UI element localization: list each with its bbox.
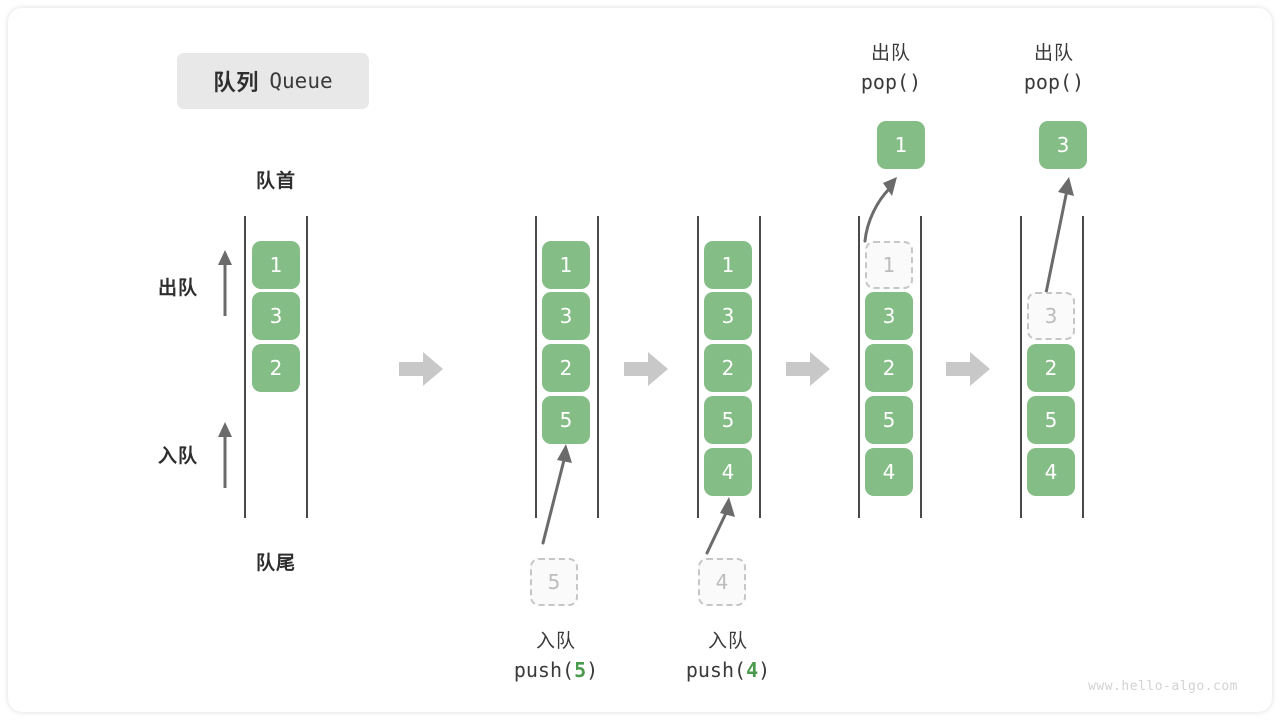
push-4-caption-cn: 入队 <box>707 630 748 652</box>
diagram-canvas: 队列 Queue 队首 出队 入队 1 3 2 队尾 1 3 2 5 5 入队 … <box>8 8 1272 712</box>
queue-cell: 5 <box>542 396 590 444</box>
watermark: www.hello-algo.com <box>1088 679 1238 694</box>
step-arrow-icon <box>786 352 830 386</box>
queue-cell: 3 <box>865 292 913 340</box>
queue-cell: 2 <box>865 344 913 392</box>
queue-cell: 1 <box>542 241 590 289</box>
diagram-title-en: Queue <box>269 69 333 93</box>
push-4-caption-code: push(4) <box>685 657 771 682</box>
queue-cell: 1 <box>252 241 300 289</box>
enqueue-direction-label: 入队 <box>157 445 198 467</box>
queue-cell: 4 <box>865 448 913 496</box>
queue-cell: 2 <box>704 344 752 392</box>
push-motion-arrow-icon <box>705 497 735 555</box>
queue-cell: 3 <box>704 292 752 340</box>
pop-motion-arrow-icon <box>863 177 897 243</box>
diagram-title-chip: 队列 Queue <box>177 53 369 109</box>
step-arrow-icon <box>624 352 668 386</box>
push-motion-arrow-icon <box>541 444 572 545</box>
incoming-ghost-cell: 4 <box>698 558 746 606</box>
queue-cell: 1 <box>704 241 752 289</box>
dequeue-direction-label: 出队 <box>157 277 198 299</box>
push-5-caption-cn: 入队 <box>535 630 576 652</box>
rail-left-col2 <box>535 216 537 518</box>
queue-cell: 4 <box>1027 448 1075 496</box>
queue-cell: 2 <box>542 344 590 392</box>
step-arrow-icon <box>946 352 990 386</box>
pop-3-caption-code: pop() <box>1023 69 1085 94</box>
pop-motion-arrow-icon <box>1044 177 1074 295</box>
queue-cell: 5 <box>704 396 752 444</box>
queue-cell: 2 <box>1027 344 1075 392</box>
push-5-caption-code: push(5) <box>513 657 599 682</box>
push-4-caption: 入队 push(4) <box>628 628 828 685</box>
incoming-ghost-cell: 5 <box>530 558 578 606</box>
dequeue-direction-arrow-icon <box>218 250 232 316</box>
pop-3-caption: 出队 pop() <box>966 40 1142 97</box>
rail-right-col4 <box>920 216 922 518</box>
rail-left-col4 <box>858 216 860 518</box>
pop-3-caption-cn: 出队 <box>1033 42 1074 64</box>
push-5-caption: 入队 push(5) <box>456 628 656 685</box>
diagram-title-cn: 队列 <box>213 71 260 96</box>
enqueue-direction-arrow-icon <box>218 422 232 488</box>
step-arrow-icon <box>399 352 443 386</box>
rail-right-col5 <box>1082 216 1084 518</box>
queue-cell: 2 <box>252 344 300 392</box>
rail-left-col3 <box>697 216 699 518</box>
rail-right-col3 <box>759 216 761 518</box>
outgoing-cell: 3 <box>1039 121 1087 169</box>
outgoing-cell: 1 <box>877 121 925 169</box>
queue-cell: 4 <box>704 448 752 496</box>
rail-left-col1 <box>244 216 246 518</box>
pop-1-caption-cn: 出队 <box>870 42 911 64</box>
pop-1-caption-code: pop() <box>860 69 922 94</box>
queue-cell: 3 <box>252 292 300 340</box>
queue-cell: 5 <box>865 396 913 444</box>
popped-ghost-cell: 3 <box>1027 292 1075 340</box>
pop-1-caption: 出队 pop() <box>803 40 979 97</box>
rear-label: 队尾 <box>255 552 296 574</box>
queue-cell: 3 <box>542 292 590 340</box>
rail-right-col1 <box>306 216 308 518</box>
rail-right-col2 <box>597 216 599 518</box>
rail-left-col5 <box>1020 216 1022 518</box>
popped-ghost-cell: 1 <box>865 241 913 289</box>
front-label: 队首 <box>255 170 296 192</box>
queue-cell: 5 <box>1027 396 1075 444</box>
